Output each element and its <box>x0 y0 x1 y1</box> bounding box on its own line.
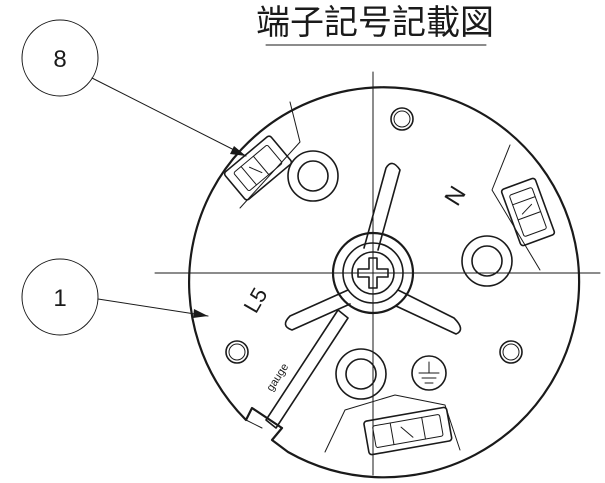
terminal-pocket-upper-left <box>239 101 301 209</box>
mounting-hole-right <box>499 340 523 364</box>
terminal-clamp-right <box>500 177 556 247</box>
blade-slot-right <box>395 289 462 335</box>
ground-symbol-icon <box>411 355 447 391</box>
terminal-clamp-bottom <box>363 406 453 456</box>
callout-1-leader <box>97 298 209 317</box>
callout-8: 8 <box>21 19 247 157</box>
terminal-screw-right <box>461 235 513 287</box>
callout-1-arrowhead <box>193 309 208 318</box>
callout-8-leader <box>91 77 247 157</box>
diagram-title: 端子記号記載図 <box>256 4 494 42</box>
terminal-screw-upper-left <box>287 150 339 202</box>
callout-8-arrowhead <box>230 146 246 156</box>
center-screw <box>331 231 415 315</box>
terminal-label-n: N <box>440 182 472 211</box>
terminal-clamp-upper-left <box>223 135 293 201</box>
terminal-pocket-bottom <box>324 394 461 453</box>
terminal-label-l5: L5 <box>239 283 273 317</box>
callout-1-number: 1 <box>53 285 66 312</box>
blade-slot-left <box>284 289 351 331</box>
body-cutout-edge <box>245 419 263 429</box>
mounting-hole-left <box>225 340 249 364</box>
gauge-slot <box>265 309 349 429</box>
callout-8-number: 8 <box>53 46 66 73</box>
receptacle-body-outline <box>188 86 581 479</box>
blade-slot-upper <box>363 162 401 251</box>
callout-1: 1 <box>21 258 209 336</box>
phillips-cross-icon <box>357 257 389 289</box>
terminal-screw-bottom <box>335 348 387 400</box>
mounting-hole-top <box>390 107 414 131</box>
terminal-pocket-right <box>491 144 541 271</box>
